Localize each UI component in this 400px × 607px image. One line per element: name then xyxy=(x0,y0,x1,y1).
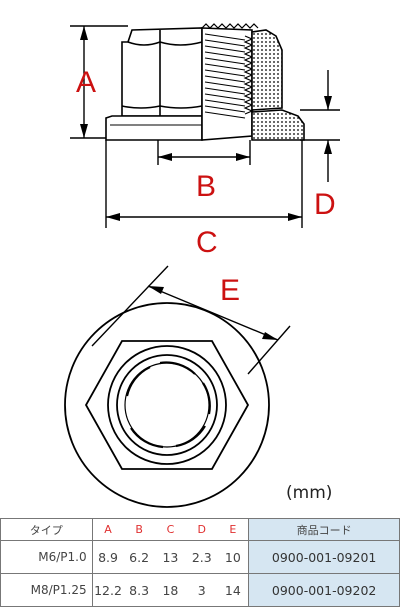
table-row: M6/P1.0 8.9 6.2 13 2.3 10 0900-001-09201 xyxy=(0,540,400,574)
header-type: タイプ xyxy=(0,518,93,541)
flange-nut-drawing: A B C D E xyxy=(64,23,340,508)
cell-type: M6/P1.0 xyxy=(0,540,93,574)
spec-table: タイプ A B C D E 商品コード M6/P1.0 8.9 6.2 13 2… xyxy=(0,518,400,607)
dimension-lines-side xyxy=(70,25,340,228)
cell-c: 18 xyxy=(154,573,187,607)
dimension-label-b: B xyxy=(196,170,216,203)
table-header-row: タイプ A B C D E 商品コード xyxy=(0,518,400,541)
cell-c: 13 xyxy=(154,540,187,574)
dimension-label-a: A xyxy=(76,66,96,99)
table-row: M8/P1.25 12.2 8.3 18 3 14 0900-001-09202 xyxy=(0,573,400,607)
cell-d: 3 xyxy=(186,573,218,607)
cell-d: 2.3 xyxy=(186,540,218,574)
cell-code: 0900-001-09201 xyxy=(248,540,400,574)
header-e: E xyxy=(217,518,249,541)
unit-label: (mm) xyxy=(286,483,333,503)
front-view xyxy=(64,302,270,508)
header-code: 商品コード xyxy=(248,518,400,541)
header-b: B xyxy=(123,518,155,541)
header-a: A xyxy=(92,518,124,541)
dimension-label-c: C xyxy=(196,226,218,259)
cell-a: 8.9 xyxy=(92,540,124,574)
dimension-lines-front xyxy=(91,265,291,375)
header-c: C xyxy=(154,518,187,541)
dimension-label-d: D xyxy=(314,188,336,221)
cell-e: 14 xyxy=(217,573,249,607)
dimension-label-e: E xyxy=(220,274,240,307)
cell-e: 10 xyxy=(217,540,249,574)
cell-code: 0900-001-09202 xyxy=(248,573,400,607)
side-view xyxy=(105,23,305,141)
cell-b: 8.3 xyxy=(123,573,155,607)
header-d: D xyxy=(186,518,218,541)
cell-a: 12.2 xyxy=(92,573,124,607)
cell-b: 6.2 xyxy=(123,540,155,574)
cell-type: M8/P1.25 xyxy=(0,573,93,607)
